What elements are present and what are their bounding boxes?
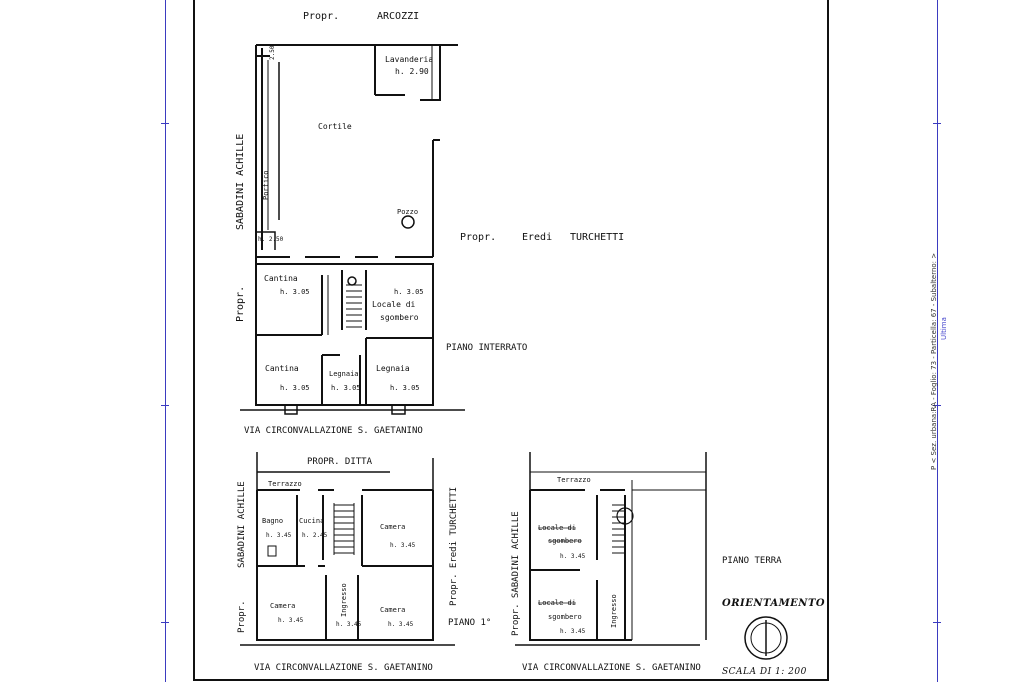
locale-height: h. 3.05 [394, 288, 424, 296]
cucina-height: h. 2.45 [302, 532, 328, 539]
cantina-upper-label: Cantina [264, 274, 298, 283]
gf-title: PIANO TERRA [722, 556, 782, 566]
ff-title: PIANO 1° [448, 618, 491, 628]
camera-3-height: h. 3.45 [388, 621, 414, 628]
gf-terrazzo-label: Terrazzo [557, 476, 591, 484]
portico-label: Portico [262, 170, 270, 200]
ff-terrazzo-label: Terrazzo [268, 480, 302, 488]
gf-left-owner: Propr. SABADINI ACHILLE [511, 511, 521, 636]
drawing-frame [193, 0, 829, 681]
scan-tick [933, 123, 941, 124]
locale-label-1: Locale di [372, 300, 416, 309]
scan-tick [933, 622, 941, 623]
gf-ingresso-label: Ingresso [610, 594, 618, 628]
cadastral-stamp: P < Sez. urbana:RA - Foglio: 73 - Partic… [930, 252, 938, 470]
propr-ditta-label: PROPR. DITTA [307, 457, 373, 467]
compass-outer [744, 616, 788, 660]
camera-3-label: Camera [380, 606, 405, 614]
gf-locale-1-line1: Locale di [538, 524, 576, 532]
ff-left-owner: SABADINI ACHILLE [237, 481, 247, 568]
scan-tick [161, 622, 169, 623]
right-owner-name: TURCHETTI [570, 232, 624, 243]
lavanderia-walls [375, 44, 441, 101]
entrance-marker [284, 405, 298, 415]
small-height-top: 2.50 [269, 45, 276, 60]
legnaia-label: Legnaia [376, 364, 410, 373]
scan-tick [161, 405, 169, 406]
cantina-lower-height: h. 3.05 [280, 384, 310, 392]
lavanderia-height: h. 2.90 [395, 67, 429, 76]
scan-guide-right [937, 0, 938, 682]
lavanderia-label: Lavanderia [385, 55, 433, 64]
gf-stair-newel [616, 507, 634, 525]
bagno-label: Bagno [262, 517, 283, 525]
top-owner-prefix: Propr. [303, 11, 339, 22]
bagno-height: h. 3.45 [266, 532, 292, 539]
camera-1-height: h. 3.45 [390, 542, 416, 549]
ff-left-propr: Propr. [237, 600, 247, 633]
ff-right-owner: Propr. Eredi TURCHETTI [449, 487, 459, 606]
cortile-label: Cortile [318, 122, 352, 131]
scale-label: SCALA DI 1: 200 [722, 667, 807, 677]
side-tab-label: Ultima [940, 317, 948, 340]
top-owner-name: ARCOZZI [377, 11, 419, 22]
ff-stairs [333, 503, 355, 555]
street-ff: VIA CIRCONVALLAZIONE S. GAETANINO [254, 663, 433, 673]
basement-top-wall [256, 263, 434, 338]
gf-locale-1-height: h. 3.45 [560, 553, 586, 560]
bath-fixture [267, 545, 277, 557]
left-owner-prefix: Propr. [235, 286, 246, 322]
legnaia-small-label: Legnaia [329, 370, 359, 378]
legnaia-small-height: h. 3.05 [331, 384, 361, 392]
gf-locale-2-line1: Locale di [538, 599, 576, 607]
left-owner-name: SABADINI ACHILLE [235, 134, 246, 230]
right-owner-prefix: Propr. [460, 232, 496, 243]
pozzo-well [401, 215, 415, 229]
locale-label-2: sgombero [380, 313, 419, 322]
stair-newel [347, 276, 357, 286]
cantina-lower-label: Cantina [265, 364, 299, 373]
gf-locale-1-line2: sgombero [548, 537, 582, 545]
gf-locale-2-height: h. 3.45 [560, 628, 586, 635]
camera-1-label: Camera [380, 523, 405, 531]
cantina-upper-height: h. 3.05 [280, 288, 310, 296]
entrance-marker [391, 405, 406, 415]
gf-locale-2-line2: sgombero [548, 613, 582, 621]
pozzo-label: Pozzo [397, 208, 418, 216]
small-room-block [256, 231, 276, 250]
camera-2-height: h. 3.45 [278, 617, 304, 624]
orientation-title: ORIENTAMENTO [722, 598, 826, 609]
scan-tick [161, 123, 169, 124]
street-upper: VIA CIRCONVALLAZIONE S. GAETANINO [244, 426, 423, 436]
ff-ingresso-label: Ingresso [340, 583, 348, 617]
ff-ingresso-height: h. 3.45 [336, 621, 362, 628]
cucina-label: Cucina [299, 517, 324, 525]
street-gf: VIA CIRCONVALLAZIONE S. GAETANINO [522, 663, 701, 673]
basement-title: PIANO INTERRATO [446, 343, 527, 353]
small-room-height: h. 2.50 [258, 236, 284, 243]
scan-tick [933, 405, 941, 406]
camera-2-label: Camera [270, 602, 295, 610]
gf-stairs [612, 504, 626, 554]
scan-guide-left [165, 0, 166, 682]
right-owner-heirs: Eredi [522, 232, 552, 243]
basement-stairs [346, 284, 362, 328]
legnaia-height: h. 3.05 [390, 384, 420, 392]
